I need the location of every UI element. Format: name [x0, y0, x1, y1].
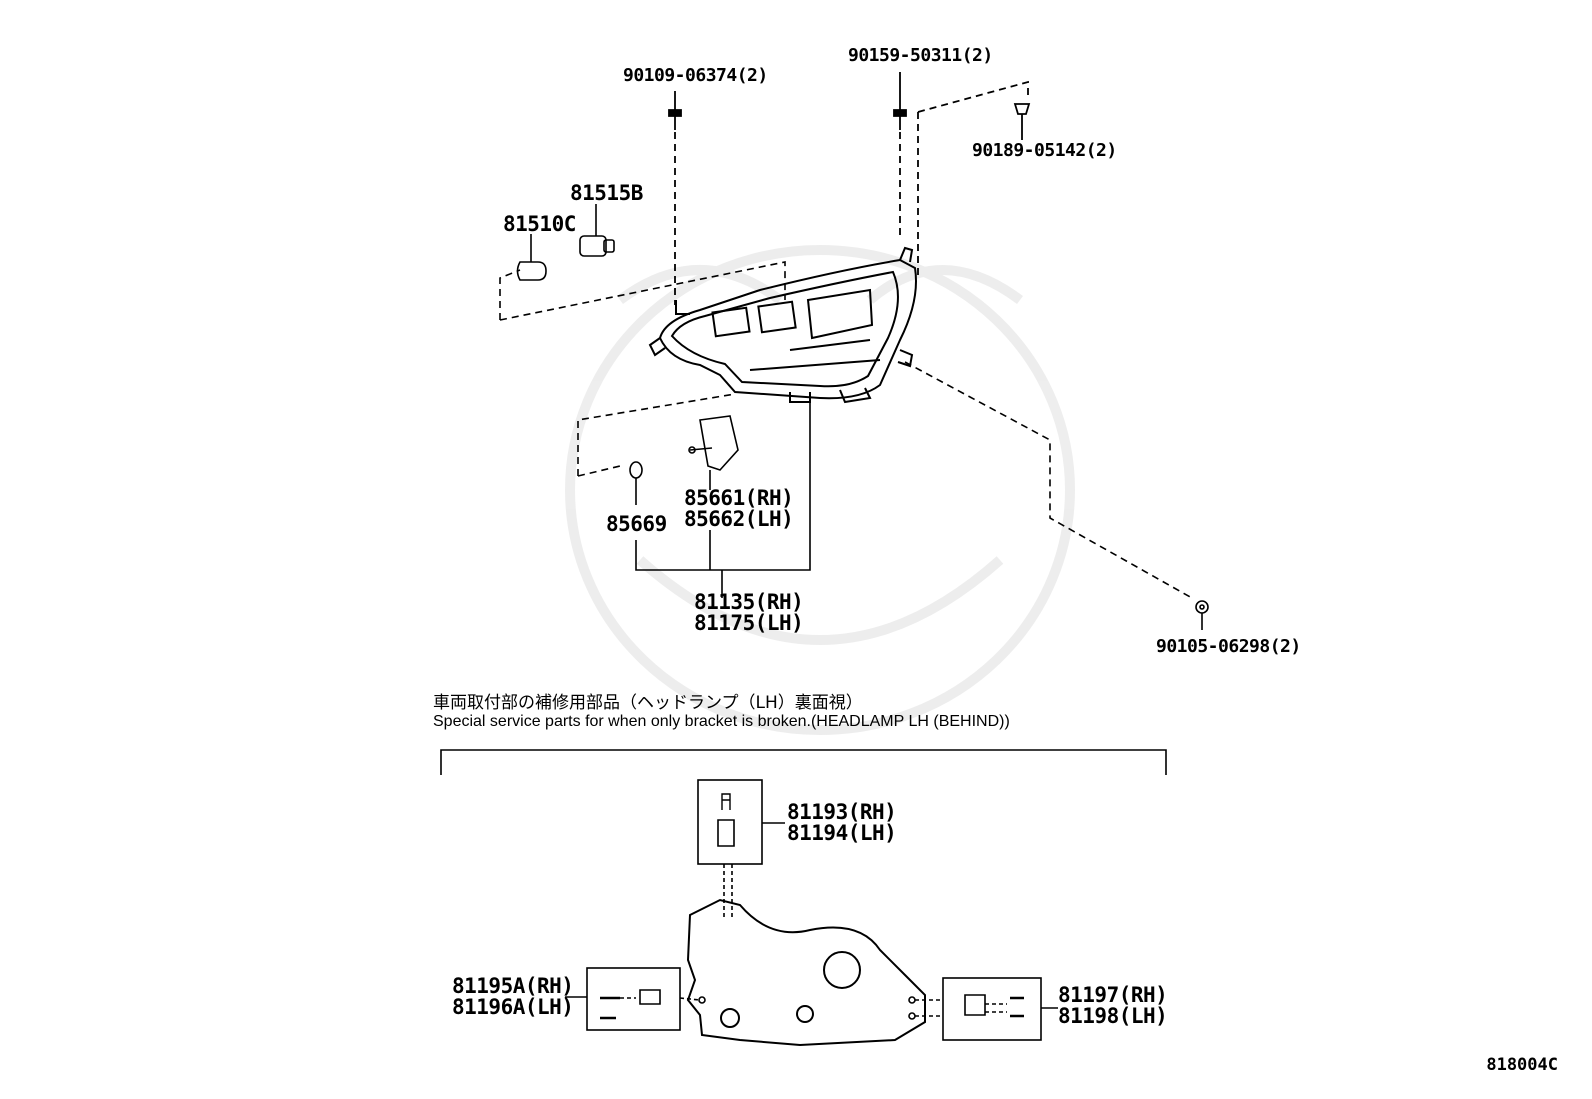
callout-85661-85662: 85661(RH) 85662(LH): [684, 486, 794, 531]
bracket-81193: [717, 793, 785, 920]
bracket-box-81193: [697, 779, 763, 865]
bolt-90109: [668, 91, 682, 305]
bracket-box-81197: [942, 977, 1042, 1041]
callout-81175: 81175(LH): [694, 611, 804, 635]
clip-90189: [917, 80, 1031, 275]
callout-81198: 81198(LH): [1058, 1004, 1168, 1028]
note-english: Special service parts for when only brac…: [433, 713, 1010, 730]
bolt-90159: [893, 72, 907, 240]
bracket-81197: [908, 994, 1058, 1020]
callout-90189: 90189-05142(2): [972, 140, 1117, 161]
bulb-holder-81515B: [579, 204, 615, 257]
watermark: [565, 245, 1075, 735]
screw-90105: [1195, 600, 1209, 630]
callout-81510C: 81510C: [503, 212, 576, 236]
bulb-81510C: [516, 234, 547, 281]
callout-81195A: 81195A(RH): [452, 974, 574, 998]
callout-81135: 81135(RH): [694, 590, 804, 614]
leveling-actuator-85661: [688, 415, 739, 490]
headlamp-assembly: [648, 246, 917, 404]
callout-90109: 90109-06374(2): [623, 65, 768, 86]
callout-81515B: 81515B: [570, 181, 643, 205]
callout-85661: 85661(RH): [684, 486, 794, 510]
callout-90159: 90159-50311(2): [848, 45, 993, 66]
callout-81194: 81194(LH): [787, 821, 897, 845]
note-japanese: 車両取付部の補修用部品（ヘッドランプ（LH）裏面視）: [433, 693, 863, 713]
callout-81197: 81197(RH): [1058, 983, 1168, 1007]
headlamp-back-housing: [686, 898, 926, 1047]
callout-81135-81175: 81135(RH) 81175(LH): [694, 590, 804, 635]
callout-81193-81194: 81193(RH) 81194(LH): [787, 800, 897, 845]
callout-81193: 81193(RH): [787, 800, 897, 824]
bracket-81195A: [565, 989, 706, 1020]
oring-85669: [629, 461, 643, 479]
callout-81195A-81196A: 81195A(RH) 81196A(LH): [452, 974, 574, 1019]
callout-90105: 90105-06298(2): [1156, 636, 1301, 657]
bracket-box-81195A: [586, 967, 681, 1031]
callout-85662: 85662(LH): [684, 507, 794, 531]
callout-81196A: 81196A(LH): [452, 995, 574, 1019]
diagram-reference-code: 818004C: [1486, 1055, 1558, 1075]
callout-85669: 85669: [606, 512, 667, 536]
callout-81197-81198: 81197(RH) 81198(LH): [1058, 983, 1168, 1028]
